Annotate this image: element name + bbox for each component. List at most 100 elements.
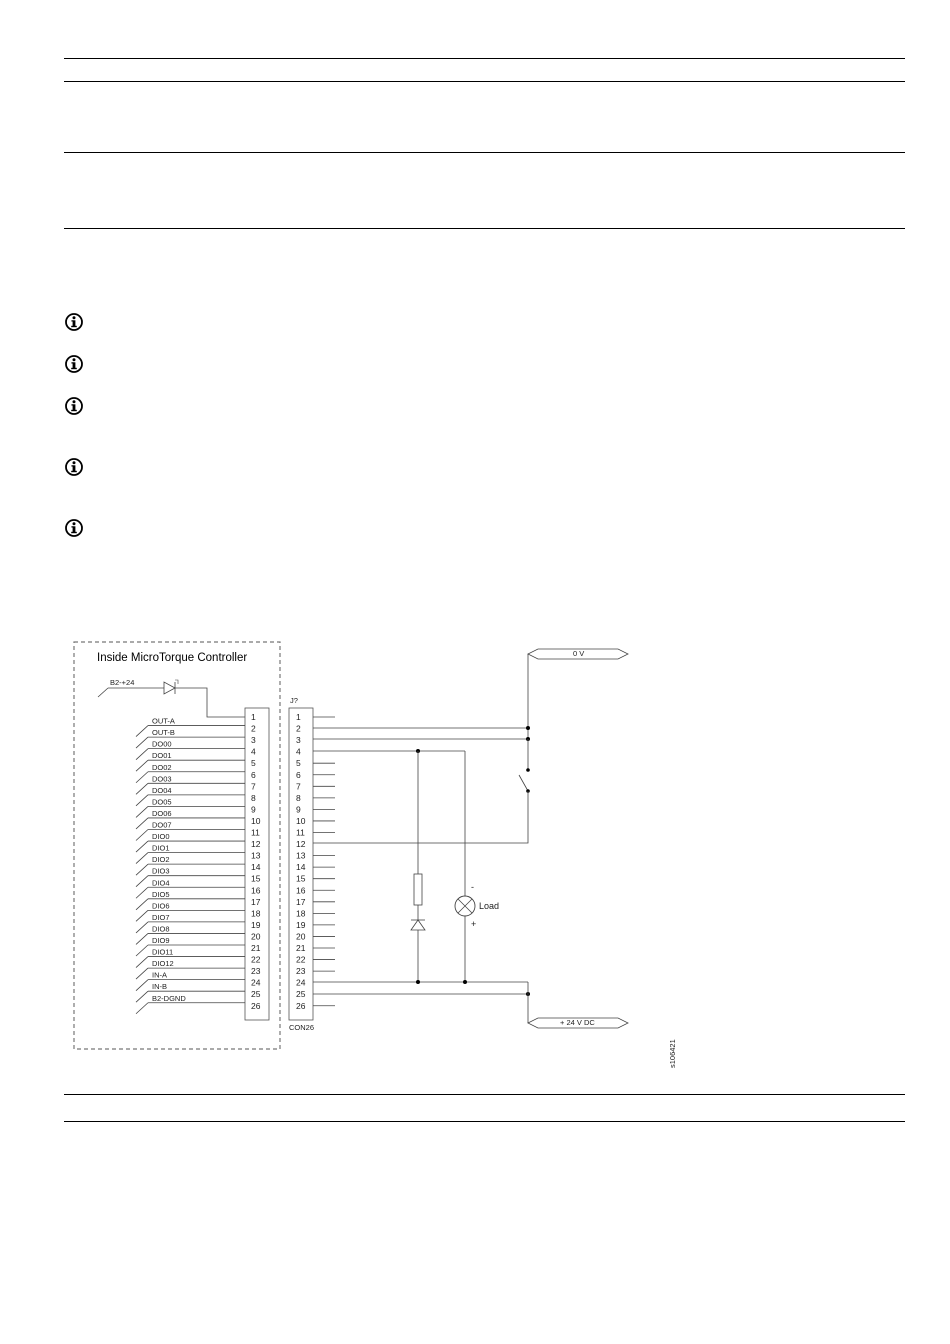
internal-pin-number: 12 (251, 839, 261, 849)
external-pin-number: 13 (296, 851, 306, 861)
external-pin-number: 19 (296, 920, 306, 930)
signal-lead (135, 933, 149, 945)
internal-pin-number: 17 (251, 897, 261, 907)
internal-pin-number: 23 (251, 966, 261, 976)
external-pin-number: 9 (296, 804, 301, 814)
external-pin-number: 2 (296, 724, 301, 734)
signal-lead (135, 886, 149, 899)
external-pins: 1234567891011121314151617181920212223242… (296, 712, 335, 1011)
signal-lead (135, 875, 149, 887)
info-icon (65, 519, 83, 537)
internal-pin-number: 26 (251, 1001, 261, 1011)
signal-lead (135, 1002, 149, 1015)
signal-lead (135, 944, 149, 957)
external-pin-number: 20 (296, 931, 306, 941)
signal-label: DIO1 (152, 844, 170, 853)
table-top-rule (64, 58, 905, 59)
signal-label: B2-DGND (152, 994, 186, 1003)
signal-label: DO07 (152, 821, 172, 830)
signal-label: OUT-B (152, 728, 175, 737)
signal-label: DO02 (152, 763, 172, 772)
switch-symbol (313, 739, 530, 844)
figure-id: s106421 (668, 1039, 677, 1068)
signal-label: IN-B (152, 982, 167, 991)
external-pin-number: 10 (296, 816, 306, 826)
internal-pin-number: 13 (251, 851, 261, 861)
signal-label: IN-A (152, 971, 167, 980)
internal-pin-number: 18 (251, 908, 261, 918)
signal-label: DIO0 (152, 832, 170, 841)
signal-label: OUT-A (152, 717, 175, 726)
internal-pin-number: 19 (251, 920, 261, 930)
signal-lead (135, 736, 149, 749)
signal-lead (135, 840, 149, 853)
signal-lead (135, 921, 149, 934)
connector-name: CON26 (289, 1023, 314, 1032)
flyback-diode-symbol (410, 919, 426, 931)
internal-pin-number: 20 (251, 931, 261, 941)
internal-pin-number: 1 (251, 712, 256, 722)
external-pin-number: 21 (296, 943, 306, 953)
wiring-diagram: Inside MicroTorque Controller B2-+24 123… (73, 641, 677, 1068)
table-header-rule (64, 81, 905, 82)
signal-label: DIO3 (152, 867, 170, 876)
signal-lead (135, 783, 149, 795)
signal-label: DIO2 (152, 855, 170, 864)
external-connector (288, 707, 314, 1021)
internal-pin-number: 3 (251, 735, 256, 745)
external-pin-number: 18 (296, 908, 306, 918)
signal-lead (135, 910, 149, 922)
external-pin-number: 14 (296, 862, 306, 872)
signal-lead (135, 725, 149, 737)
load-lamp-symbol (454, 895, 476, 917)
signal-label: DO06 (152, 809, 172, 818)
signal-lead (135, 794, 149, 807)
internal-signals: 1234567891011121314151617181920212223242… (135, 712, 261, 1015)
load-minus: - (471, 882, 474, 892)
connector-ref: J? (290, 696, 298, 705)
external-pin-number: 4 (296, 747, 301, 757)
external-pin-number: 17 (296, 897, 306, 907)
external-pin-number: 25 (296, 989, 306, 999)
external-pin-number: 8 (296, 793, 301, 803)
internal-pin-number: 15 (251, 874, 261, 884)
diode-symbol (163, 679, 179, 695)
external-pin-number: 15 (296, 874, 306, 884)
signal-label: DIO7 (152, 913, 170, 922)
signal-lead (135, 863, 149, 876)
internal-pin-number: 10 (251, 816, 261, 826)
signal-lead (135, 990, 149, 1003)
table-bottom-rule (64, 228, 905, 229)
external-pin-number: 26 (296, 1001, 306, 1011)
signal-label: DO03 (152, 774, 172, 783)
external-pin-number: 5 (296, 758, 301, 768)
supply-label: B2-+24 (110, 678, 134, 687)
external-pin-number: 11 (296, 828, 305, 838)
signal-label: DIO9 (152, 936, 170, 945)
signal-label: DIO6 (152, 901, 170, 910)
internal-pin-number: 5 (251, 758, 256, 768)
footer-bottom-rule (64, 1121, 905, 1122)
table-row-rule (64, 152, 905, 153)
info-icon (65, 458, 83, 476)
signal-label: DIO11 (152, 948, 173, 957)
controller-title: Inside MicroTorque Controller (97, 652, 247, 664)
signal-label: DO01 (152, 751, 172, 760)
rail-24v-label: + 24 V DC (560, 1018, 595, 1027)
external-pin-number: 22 (296, 955, 306, 965)
external-pin-number: 3 (296, 735, 301, 745)
controller-boundary (73, 641, 281, 1050)
internal-pin-number: 14 (251, 862, 261, 872)
signal-label: DIO12 (152, 959, 174, 968)
info-icon (65, 313, 83, 331)
footer-top-rule (64, 1094, 905, 1095)
signal-label: DO05 (152, 797, 172, 806)
internal-pin-number: 4 (251, 747, 256, 757)
internal-pin-number: 11 (251, 828, 260, 838)
internal-pin-number: 22 (251, 955, 261, 965)
rail-0v-label: 0 V (573, 649, 584, 658)
rail-24v (527, 1017, 629, 1029)
load-plus: + (471, 919, 476, 929)
internal-pin-number: 25 (251, 989, 261, 999)
internal-pin-number: 21 (251, 943, 261, 953)
